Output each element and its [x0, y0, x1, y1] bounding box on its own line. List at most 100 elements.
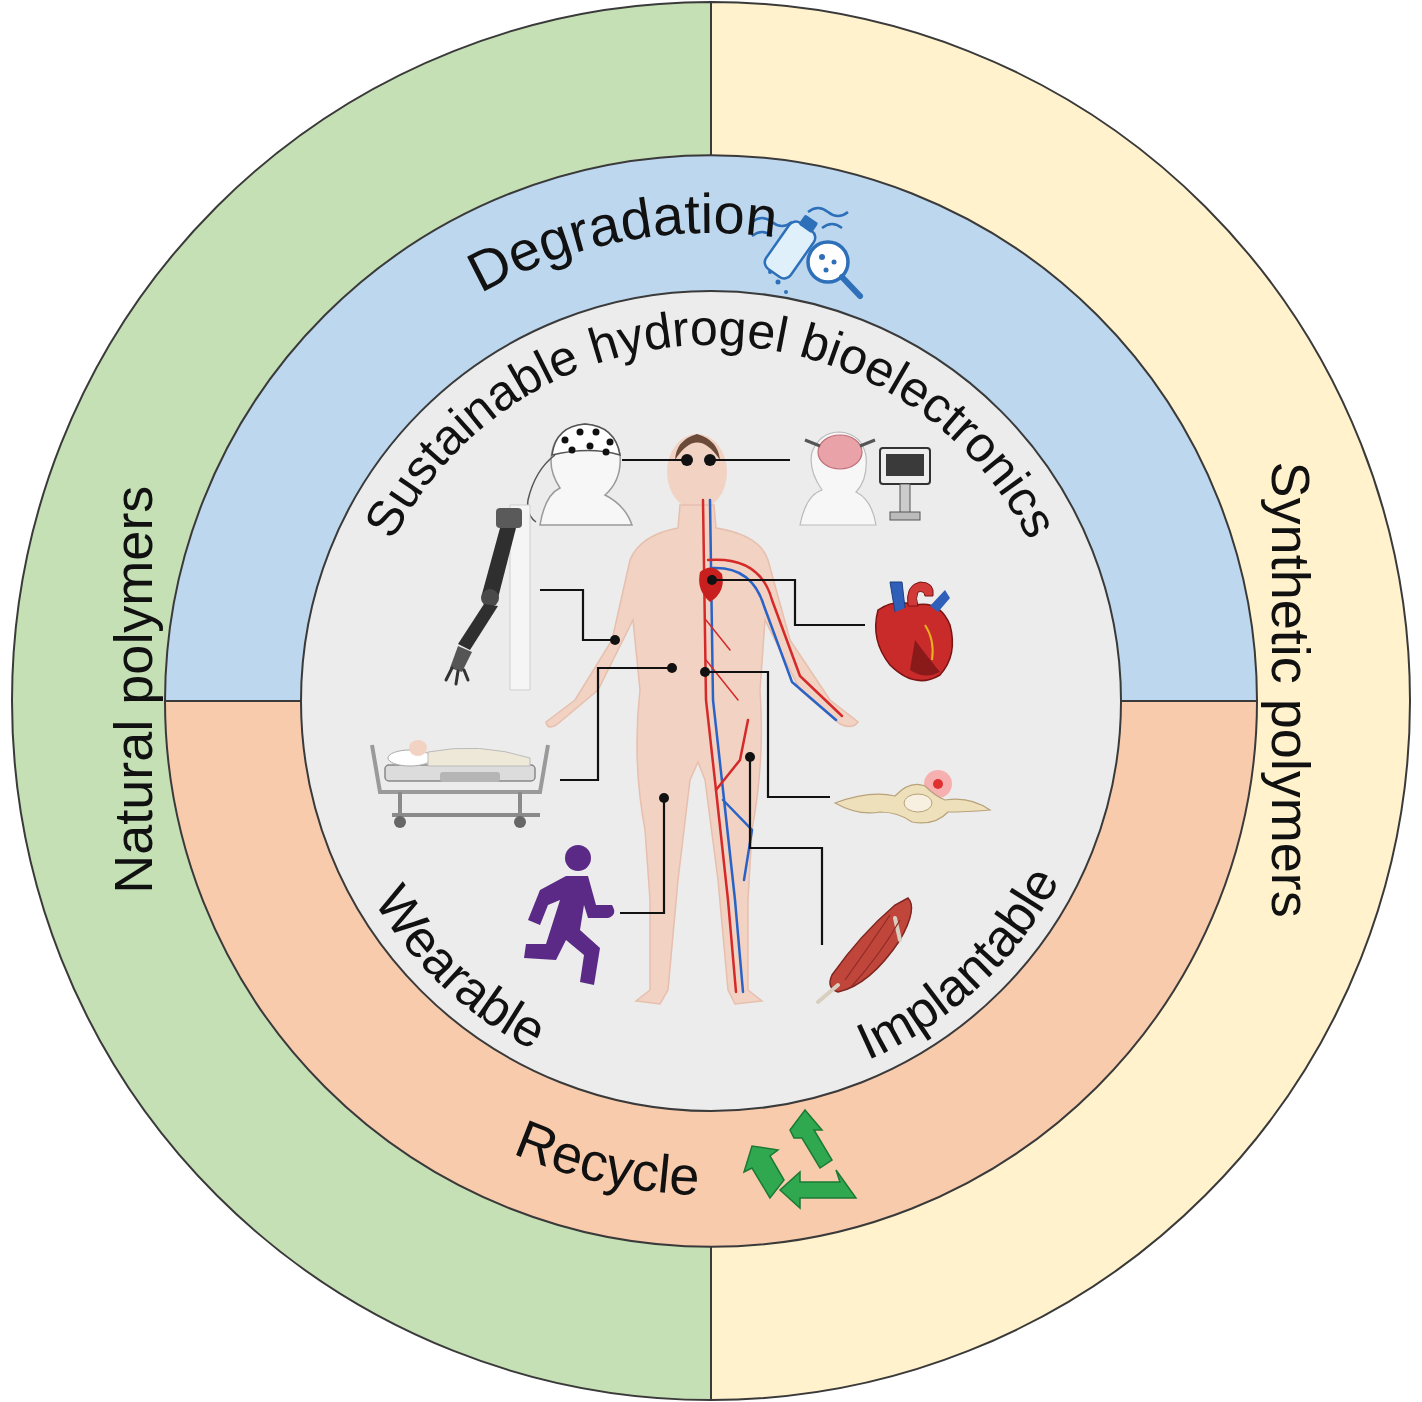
- hospital-bed-icon-part: [409, 740, 427, 756]
- leader-lines: [540, 460, 865, 945]
- hospital-bed-icon-part: [392, 792, 540, 815]
- eeg-head-icon-part-part: [587, 443, 594, 450]
- hospital-bed-icon-part: [440, 772, 500, 782]
- leader-dots-part: [659, 793, 669, 803]
- application-circle-outline: [301, 291, 1121, 1111]
- leader-lines-part: [750, 757, 822, 945]
- leader-dots-part: [610, 635, 620, 645]
- recycle-icon-part: [790, 1110, 832, 1168]
- leader-lines-part: [712, 580, 865, 625]
- blood-vessels-part: [706, 620, 738, 700]
- robotic-arm-icon-part: [496, 508, 522, 528]
- leader-dots-part: [700, 667, 710, 677]
- robotic-arm-icon: [446, 505, 530, 690]
- robotic-arm-icon-part: [482, 528, 516, 598]
- eeg-head-icon-part-part: [577, 429, 584, 436]
- hospital-bed-icon: [372, 740, 548, 828]
- eeg-head-icon-part: [552, 424, 620, 455]
- band-label: Degradation: [457, 182, 780, 304]
- band-label: Degradation: [457, 182, 780, 304]
- brain-monitor-icon-part: [805, 440, 875, 446]
- curved-text-layer: Recycle: [165, 701, 1257, 1247]
- leader-lines-part: [540, 590, 615, 640]
- brain-monitor-icon-part: [818, 435, 862, 469]
- text-guide: [319, 701, 1103, 1093]
- text-guide: [319, 701, 1103, 1093]
- leader-lines-part: [710, 459, 790, 461]
- spinal-cord-icon: [835, 770, 990, 823]
- muscle-icon-part: [845, 915, 900, 986]
- hospital-bed-icon-part: [372, 745, 548, 792]
- runner-icon-part: [524, 876, 614, 985]
- blood-vessels-part: [716, 720, 748, 790]
- leader-dots-part: [667, 663, 677, 673]
- heart-icon-part: [910, 640, 940, 676]
- category-label: Wearable: [364, 875, 556, 1061]
- degradation-icon-part-part: [798, 214, 818, 233]
- leader-dots-part: [681, 454, 693, 466]
- leader-dots-part: [745, 752, 755, 762]
- hospital-bed-icon-part: [385, 765, 535, 781]
- heart-icon: [876, 582, 953, 681]
- degradation-icon-part: [824, 268, 829, 273]
- application-circle: Sustainable hydrogel bioelectronicsWeara…: [301, 291, 1121, 1111]
- category-label: Implantable: [848, 857, 1070, 1071]
- brain-monitor-icon-part: [900, 484, 910, 514]
- robotic-arm-icon-part: [446, 668, 468, 684]
- band-label: Recycle: [508, 1108, 701, 1206]
- leader-lines-part: [560, 668, 672, 780]
- circle-title: Sustainable hydrogel bioelectronics: [353, 300, 1069, 547]
- brain-monitor-icon-part: [800, 432, 876, 525]
- blood-vessels-part: [712, 568, 836, 720]
- robotic-arm-icon-part: [458, 604, 498, 650]
- muscle-icon: [818, 898, 912, 1002]
- brain-monitor-icon-part: [890, 512, 920, 520]
- eeg-head-icon-part: [562, 429, 614, 456]
- eeg-head-icon-part: [540, 424, 632, 525]
- heart-icon-part: [908, 582, 934, 606]
- category-label: Implantable: [848, 857, 1070, 1071]
- recycle-icon-part: [780, 1170, 856, 1208]
- eeg-head-icon-part-part: [562, 437, 569, 444]
- eeg-head-icon-part: [528, 455, 555, 522]
- robotic-arm-icon-part: [481, 589, 499, 607]
- recycle-band: Recycle: [165, 701, 1257, 1247]
- runner-icon-part: [565, 845, 591, 871]
- heart-icon-part: [890, 582, 905, 612]
- runner-icon: [524, 845, 614, 985]
- degradation-icon-part: [819, 254, 825, 260]
- degradation-icon-part: [832, 260, 837, 265]
- brain-monitor-icon: [800, 432, 930, 525]
- body-illustration: [301, 291, 1121, 1111]
- eeg-head-icon-part-part: [607, 439, 614, 446]
- leader-dots-part: [704, 454, 716, 466]
- heart-icon-part: [930, 590, 950, 612]
- eeg-head-icon-part-part: [569, 447, 576, 454]
- blood-vessels-part: [723, 800, 752, 880]
- hospital-bed-icon-part: [394, 816, 406, 828]
- spinal-cord-icon-part: [904, 794, 932, 812]
- blood-vessels: [703, 500, 842, 992]
- leader-lines-part: [705, 672, 830, 797]
- degradation-icon-part: [842, 277, 860, 296]
- spinal-cord-icon-part: [835, 784, 990, 823]
- leader-lines-part: [622, 459, 687, 461]
- brain-monitor-icon-part: [880, 448, 930, 484]
- eeg-head-icon-part-part: [603, 449, 610, 456]
- curved-text-layer: Degradation: [165, 155, 1257, 701]
- degradation-icon: [752, 208, 860, 296]
- curved-text-layer: Sustainable hydrogel bioelectronicsWeara…: [301, 291, 1121, 1111]
- brain-monitor-icon-part: [886, 454, 924, 476]
- degradation-icon-part: [784, 290, 788, 294]
- leader-dots: [610, 454, 755, 803]
- leader-dots-part: [707, 575, 717, 585]
- human-body-part: [667, 434, 727, 510]
- hospital-bed-icon-part: [428, 748, 530, 766]
- band-label: Recycle: [508, 1108, 701, 1206]
- leader-lines-part: [620, 798, 664, 913]
- eeg-head-icon: [528, 424, 632, 525]
- body-heart: [699, 567, 723, 602]
- degradation-icon-part: [776, 280, 781, 285]
- spinal-cord-icon-part: [933, 779, 943, 789]
